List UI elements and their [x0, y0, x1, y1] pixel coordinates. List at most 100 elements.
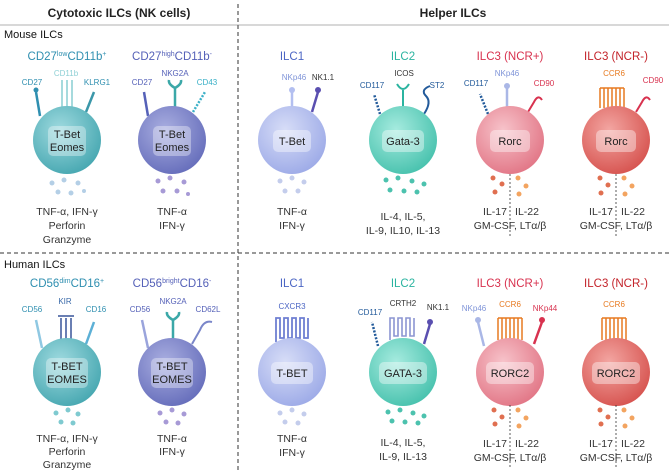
output-label: GM-CSF, LTα/β	[474, 220, 547, 232]
cell-body	[369, 106, 437, 174]
output-label: IL-22	[515, 438, 539, 450]
receptor-nkg2a-icon	[165, 311, 181, 340]
receptor-head-icon	[539, 317, 545, 323]
tf-label: Eomes	[155, 142, 190, 154]
receptor-klrg1-icon	[84, 91, 96, 113]
receptor-nk11-icon	[310, 91, 320, 113]
cell-title: CD27highCD11b-	[132, 51, 213, 63]
receptor-label: CD27	[22, 78, 43, 87]
receptor-label: CD117	[358, 308, 383, 317]
cell-title: ILC1	[280, 51, 304, 63]
output-label: TNF-α	[157, 433, 187, 445]
human-nk-cd56dim: CD56dimCD16+ CD56 KIR CD16 T-BET EOMES T…	[22, 278, 107, 471]
nucleus	[486, 362, 534, 384]
cell-title: ILC3 (NCR+)	[477, 278, 544, 290]
receptor-cd90-icon	[527, 96, 543, 113]
nucleus	[151, 358, 193, 388]
tf-label: EOMES	[47, 374, 87, 386]
nucleus	[153, 126, 191, 156]
nucleus	[46, 358, 88, 388]
receptor-st2-icon	[422, 85, 431, 115]
header-helper: Helper ILCs	[420, 6, 487, 20]
output-label: GM-CSF, LTα/β	[580, 452, 653, 464]
output-label: IL-22	[515, 206, 539, 218]
receptor-label: NKp44	[533, 304, 558, 313]
receptor-head-icon	[289, 87, 295, 93]
receptor-label: CD117	[464, 79, 489, 88]
secreted-dots	[155, 175, 190, 196]
output-label: IFN-γ	[279, 447, 305, 459]
receptor-cd117-icon	[372, 93, 382, 115]
output-label: TNF-α, IFN-γ	[36, 206, 98, 218]
receptor-head-icon	[475, 317, 481, 323]
receptor-label: NKp46	[495, 69, 520, 78]
receptor-head-icon	[504, 83, 510, 89]
human-ilc1: ILC1 CXCR3 T-BET TNF-α IFN-γ	[258, 278, 326, 459]
receptor-label: CCR6	[603, 69, 625, 78]
receptor-label: ST2	[430, 81, 445, 90]
tf-label: T-Bet	[54, 129, 80, 141]
secreted-dots	[383, 175, 427, 195]
receptor-label: NKp46	[282, 73, 307, 82]
receptor-label: CCR6	[499, 300, 521, 309]
receptor-ccr6-icon	[497, 317, 523, 340]
tf-label: Gata-3	[386, 136, 420, 148]
cell-body	[138, 338, 206, 406]
cell-title: ILC3 (NCR+)	[477, 51, 544, 63]
header-cytotoxic: Cytotoxic ILCs (NK cells)	[48, 6, 191, 20]
cell-body	[369, 338, 437, 406]
receptor-cd56-icon	[140, 319, 150, 349]
cell-title: ILC2	[391, 51, 415, 63]
receptor-label: NK1.1	[427, 303, 450, 312]
receptor-nkp44-icon	[532, 321, 544, 345]
secreted-dots	[597, 175, 635, 197]
tf-label: T-Bet	[159, 129, 185, 141]
secreted-dots	[490, 175, 529, 197]
cell-body	[582, 338, 650, 406]
tf-label: RORC2	[597, 368, 636, 380]
receptor-label: CD90	[534, 79, 555, 88]
receptor-head-icon	[427, 319, 433, 325]
cell-body	[476, 338, 544, 406]
receptor-cd11b-icon	[61, 80, 73, 108]
human-ilc3-ncr-pos: ILC3 (NCR+) CCR6 NKp46 NKp44 RORC2 IL-17…	[462, 278, 558, 468]
output-label: Granzyme	[43, 234, 92, 246]
output-label: IL-4, IL-5,	[381, 211, 426, 223]
cell-title: ILC3 (NCR-)	[584, 51, 648, 63]
receptor-label: NK1.1	[312, 73, 335, 82]
secreted-dots	[277, 407, 307, 426]
receptor-ccr6-icon	[601, 317, 627, 340]
secreted-dots	[385, 407, 427, 426]
output-label: IFN-γ	[159, 220, 185, 232]
receptor-cd43-icon	[191, 91, 207, 113]
tf-label: T-BET	[156, 361, 187, 373]
output-label: IL-4, IL-5,	[381, 437, 426, 449]
receptor-head-icon	[33, 87, 39, 93]
receptor-cd90-icon	[635, 96, 651, 113]
cell-title: CD27lowCD11b+	[28, 51, 107, 63]
tf-label: Rorc	[498, 136, 522, 148]
human-nk-cd56bright: CD56brightCD16- CD56 NKG2A CD62L T-BET E…	[130, 278, 221, 458]
output-label: IL-9, IL-13	[379, 451, 427, 463]
receptor-crth2-icon	[389, 317, 415, 340]
tf-label: EOMES	[152, 374, 192, 386]
receptor-cd117-icon	[370, 321, 380, 347]
cell-body	[138, 106, 206, 174]
output-label: IL-17	[589, 206, 613, 218]
output-label: IL-17	[483, 206, 507, 218]
secreted-dots	[53, 407, 81, 426]
receptor-cxcr3-icon	[275, 317, 309, 342]
receptor-label: KLRG1	[84, 78, 111, 87]
receptor-nkg2a-icon	[167, 79, 183, 108]
receptor-head-icon	[315, 87, 321, 93]
output-label: IL-17	[483, 438, 507, 450]
secreted-dots	[491, 407, 529, 429]
human-ilc3-ncr-neg: ILC3 (NCR-) CCR6 RORC2 IL-17 IL-22 GM-CS…	[580, 278, 653, 468]
mouse-ilc2: ILC2 ICOS CD117 ST2 Gata-3 IL-4, IL-5, I…	[360, 51, 445, 237]
receptor-label: CD16	[86, 305, 107, 314]
receptor-label: CRTH2	[390, 299, 417, 308]
receptor-cd62l-icon	[191, 320, 213, 345]
nucleus	[48, 126, 86, 156]
receptor-icos-icon	[396, 83, 410, 108]
receptor-ccr6-icon	[599, 87, 625, 108]
